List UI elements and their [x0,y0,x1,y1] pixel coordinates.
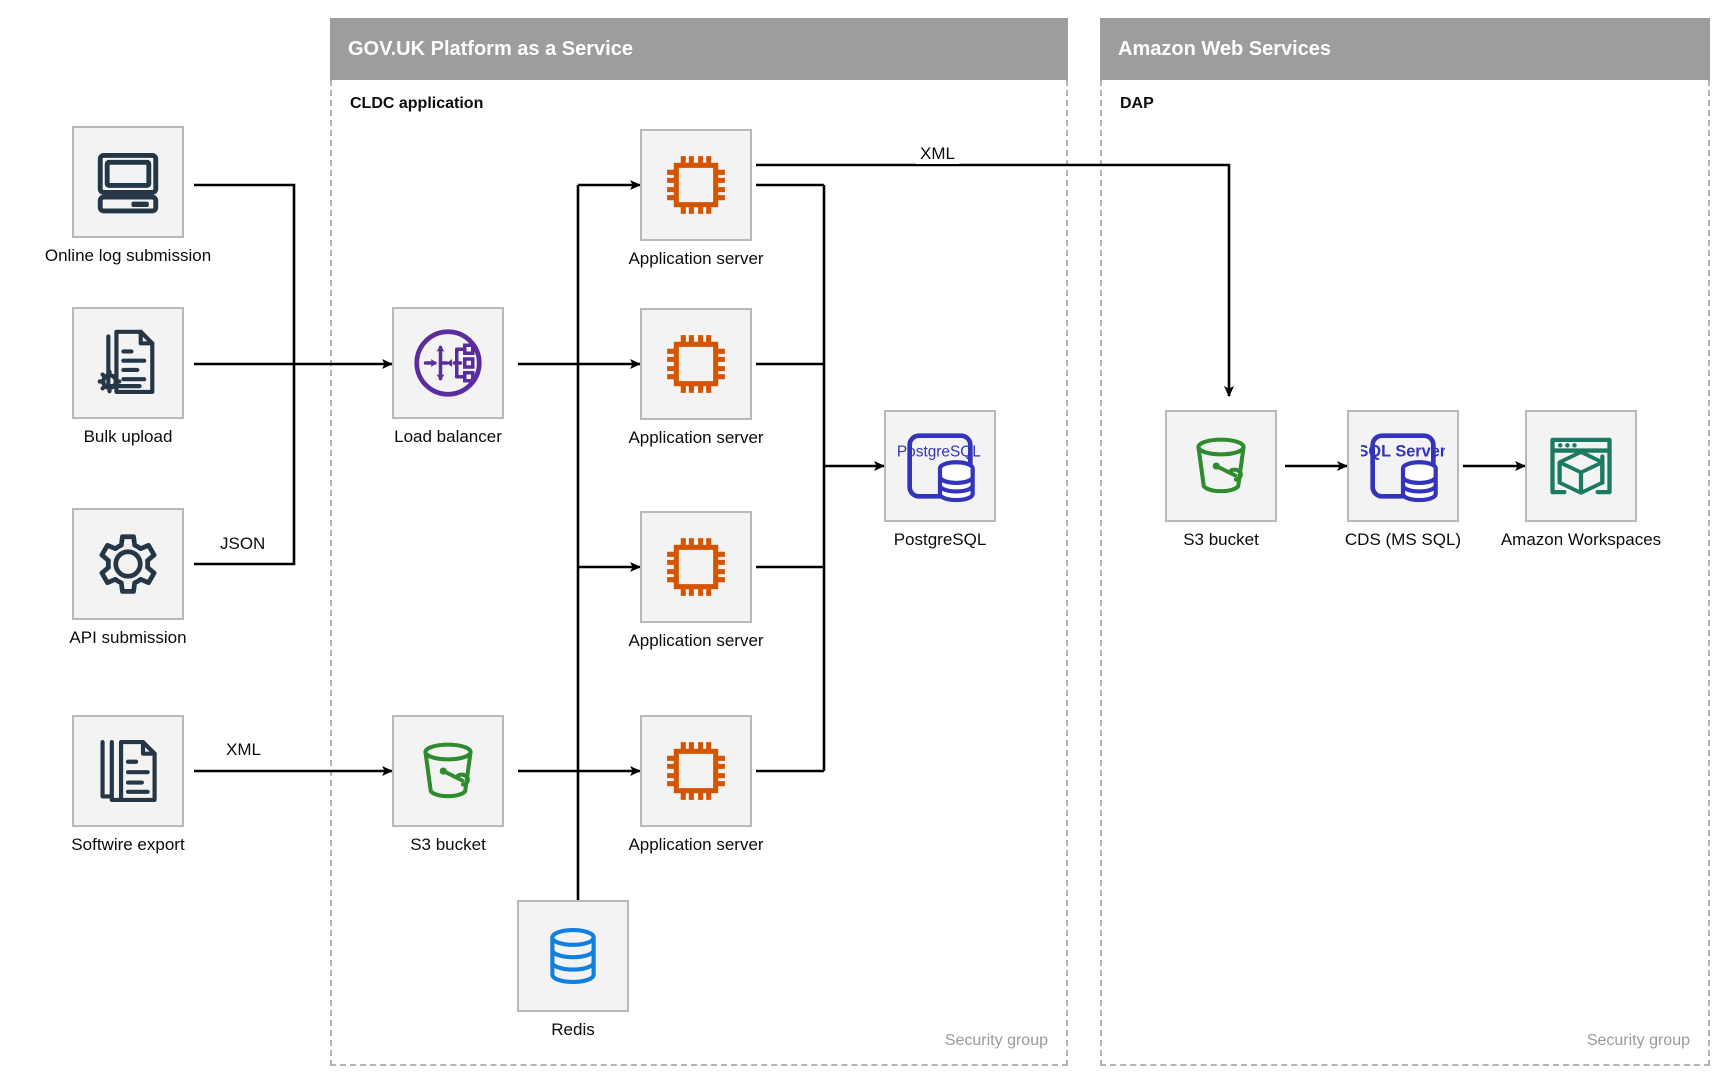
node-label-online-log-submission: Online log submission [44,246,212,265]
node-box-cds-ms-sql: SQL Server [1347,410,1459,522]
node-label-softwire-export: Softwire export [71,835,185,854]
node-box-app-server-1 [640,129,752,241]
node-label-api-submission: API submission [69,628,187,647]
node-app-server-3[interactable]: Application server [628,511,764,650]
node-box-app-server-4 [640,715,752,827]
node-api-submission[interactable]: API submission [69,508,187,647]
sql-server-icon: SQL Server [1361,433,1445,503]
group-header-aws: Amazon Web Services [1100,18,1710,80]
group-body-paas [330,80,1068,1066]
desktop-computer-icon [97,152,159,214]
node-online-log-submission[interactable]: Online log submission [45,126,211,265]
node-box-bulk-upload [72,307,184,419]
edge-label-xml-softwire: XML [222,740,265,760]
node-label-app-server-2: Application server [628,428,764,447]
node-label-app-server-1: Application server [628,249,764,268]
database-icon [550,927,596,985]
node-amazon-workspaces[interactable]: Amazon Workspaces [1501,410,1661,549]
postgresql-icon: PostgreSQL [898,433,981,503]
cpu-chip-icon [667,742,725,800]
node-label-app-server-4: Application server [628,835,764,854]
node-s3-bucket-aws[interactable]: S3 bucket [1165,410,1277,549]
node-label-postgresql: PostgreSQL [893,530,987,549]
gear-icon [99,534,157,594]
group-sublabel-dap: DAP [1120,95,1154,112]
group-sublabel-cldc: CLDC application [350,95,484,112]
node-label-bulk-upload: Bulk upload [83,427,173,446]
node-app-server-1[interactable]: Application server [628,129,764,268]
node-label-cds-ms-sql: CDS (MS SQL) [1344,530,1462,549]
node-box-online-log-submission [72,126,184,238]
node-label-load-balancer: Load balancer [394,427,502,446]
node-label-s3-bucket-aws: S3 bucket [1183,530,1259,549]
node-box-redis [517,900,629,1012]
node-box-load-balancer [392,307,504,419]
node-box-api-submission [72,508,184,620]
node-label-app-server-3: Application server [628,631,764,650]
node-cds-ms-sql[interactable]: SQL Server CDS (MS SQL) [1345,410,1461,549]
node-load-balancer[interactable]: Load balancer [392,307,504,446]
node-label-amazon-workspaces: Amazon Workspaces [1500,530,1662,549]
node-box-app-server-2 [640,308,752,420]
node-postgresql[interactable]: PostgreSQL PostgreSQL [884,410,996,549]
node-box-s3-bucket-aws [1165,410,1277,522]
wire-online-log-to-bus [194,183,296,364]
svg-text:SQL Server: SQL Server [1361,443,1445,461]
group-title-aws: Amazon Web Services [1118,38,1332,60]
node-box-softwire-export [72,715,184,827]
group-title-paas: GOV.UK Platform as a Service [348,38,633,60]
node-box-amazon-workspaces [1525,410,1637,522]
security-group-label-aws: Security group [1586,1032,1690,1049]
node-app-server-4[interactable]: Application server [628,715,764,854]
node-box-app-server-3 [640,511,752,623]
node-box-s3-bucket-paas [392,715,504,827]
cpu-chip-icon [667,538,725,596]
load-balancer-icon [414,329,482,397]
node-softwire-export[interactable]: Softwire export [71,715,185,854]
svg-text:PostgreSQL: PostgreSQL [898,444,981,461]
node-app-server-2[interactable]: Application server [628,308,764,447]
workspaces-icon [1550,437,1612,495]
documents-gear-icon [97,329,155,394]
node-box-postgresql: PostgreSQL [884,410,996,522]
node-redis[interactable]: Redis [517,900,629,1039]
edge-label-xml-dap: XML [916,144,959,164]
edge-label-json: JSON [216,534,270,554]
security-group-label-paas: Security group [944,1032,1048,1049]
group-header-paas: GOV.UK Platform as a Service [330,18,1068,80]
document-stack-icon [100,740,157,802]
bucket-icon [423,742,473,799]
node-bulk-upload[interactable]: Bulk upload [72,307,184,446]
node-label-redis: Redis [551,1020,595,1039]
cpu-chip-icon [667,156,725,214]
node-label-s3-bucket-paas: S3 bucket [410,835,486,854]
group-body-aws [1100,80,1710,1066]
node-s3-bucket-paas[interactable]: S3 bucket [392,715,504,854]
cpu-chip-icon [667,335,725,393]
bucket-icon [1196,437,1246,494]
